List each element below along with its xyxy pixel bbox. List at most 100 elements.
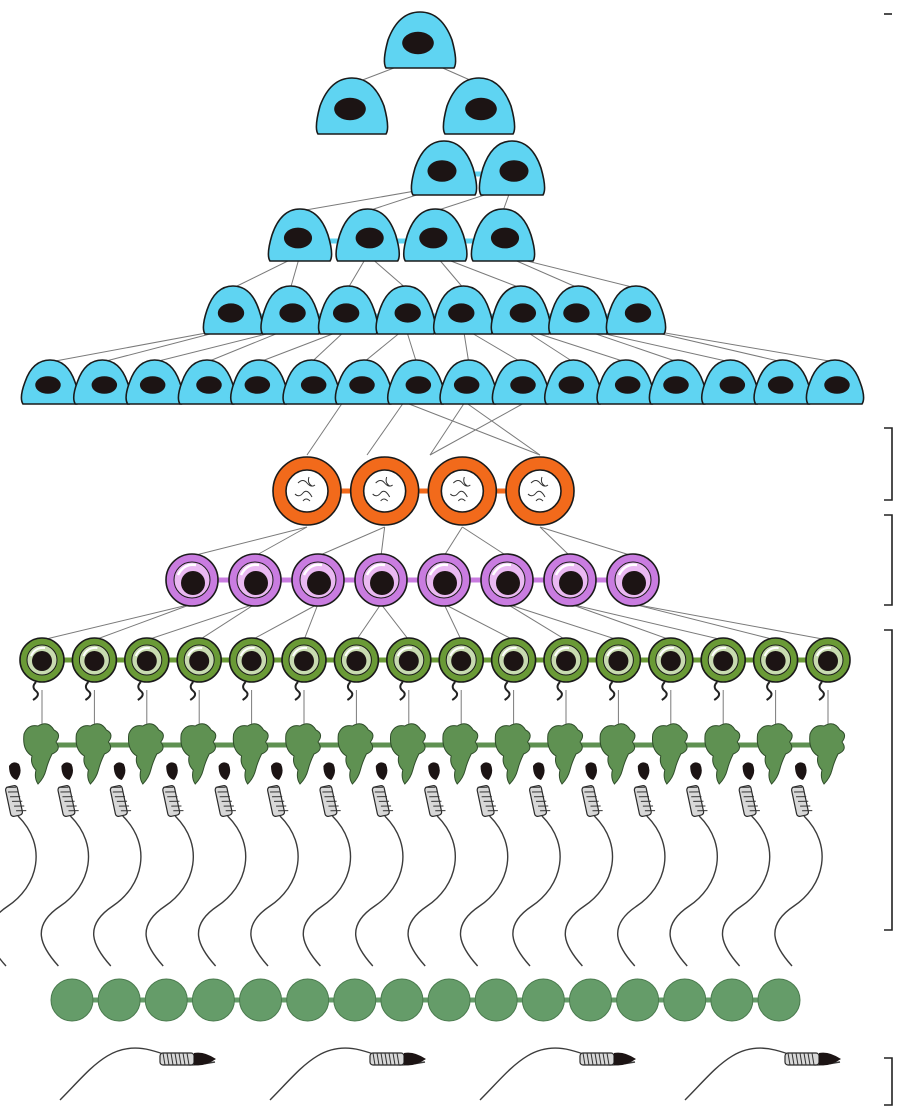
spermatogonium-cell — [335, 208, 401, 262]
round-spermatid — [333, 637, 380, 701]
acrosome-highlight — [449, 646, 465, 657]
acrosome-highlight — [239, 646, 255, 657]
connector-line — [443, 526, 463, 557]
elongating-spermatid — [617, 723, 688, 967]
connector-line — [403, 401, 541, 456]
connector-line — [306, 401, 344, 456]
sperm-head — [795, 762, 807, 780]
nucleus — [608, 651, 629, 671]
sperm-head — [742, 762, 755, 780]
nucleus — [244, 376, 271, 394]
connector-line — [251, 603, 319, 641]
midpiece-coil — [582, 1052, 610, 1066]
residual-body — [521, 978, 565, 1022]
midpiece-coil — [634, 786, 656, 812]
elongating-spermatid — [40, 723, 112, 967]
nucleus — [448, 303, 475, 323]
flagellum — [93, 815, 142, 967]
round-spermatid — [805, 637, 851, 701]
spermatogonium-cell — [317, 285, 379, 335]
nucleus — [465, 97, 497, 121]
sperm-head — [480, 762, 493, 780]
residual-body — [568, 978, 612, 1022]
round-spermatid — [595, 637, 642, 701]
residual-body — [191, 978, 235, 1022]
spermatozoon — [684, 1047, 841, 1101]
round-spermatid — [490, 637, 537, 701]
elongating-spermatid — [250, 723, 322, 967]
sperm-head — [637, 762, 650, 780]
connector-line — [380, 603, 410, 641]
elongating-spermatid — [0, 723, 60, 967]
nucleus — [334, 97, 366, 121]
sperm-head — [585, 762, 597, 780]
nucleus — [563, 303, 590, 323]
acrosome-highlight — [134, 646, 150, 657]
acrosome-highlight — [554, 646, 570, 657]
flagellum — [617, 815, 666, 967]
secondary-spermatocyte — [354, 553, 408, 607]
stage-bracket — [884, 427, 893, 501]
connector-line — [539, 526, 634, 557]
acrosome-highlight — [344, 646, 360, 657]
acrosome-highlight — [302, 563, 323, 576]
flagellum-bud — [451, 681, 459, 701]
midpiece-coil — [477, 786, 498, 812]
connector-line — [366, 401, 405, 456]
acrosome-highlight — [816, 646, 832, 657]
midpiece-coil — [582, 786, 603, 812]
elongating-spermatid — [302, 723, 374, 967]
nucleus — [217, 303, 245, 323]
connector-line — [569, 603, 671, 641]
flagellum — [459, 815, 509, 967]
cytoplasm-lobe — [756, 723, 793, 785]
acrosome-highlight — [176, 563, 197, 576]
nucleus — [139, 376, 166, 394]
nucleus — [614, 376, 641, 394]
midpiece-coil — [320, 786, 341, 812]
elongating-spermatid — [512, 723, 584, 967]
round-spermatid — [385, 637, 432, 701]
nucleus — [663, 376, 689, 394]
flagellum — [669, 815, 718, 967]
connector-line — [146, 603, 256, 641]
residual-body — [474, 978, 518, 1022]
round-spermatid — [176, 637, 222, 701]
sperm-head — [819, 1052, 841, 1066]
spermatogonium-cell — [229, 359, 289, 405]
sperm-head — [614, 1052, 636, 1066]
sperm-head — [166, 762, 178, 780]
spermatogonium-cell — [442, 77, 516, 135]
connector-line — [539, 526, 571, 557]
connector-line — [49, 327, 234, 363]
spermatogonium-cell — [753, 359, 813, 405]
cytoplasm-lobe — [127, 723, 164, 785]
stage-bracket — [884, 1057, 893, 1106]
nucleus — [346, 651, 367, 671]
secondary-spermatocyte — [417, 553, 471, 607]
midpiece-coil — [687, 786, 708, 812]
secondary-spermatocyte — [165, 553, 219, 607]
flagellum — [721, 815, 771, 967]
midpiece-coil — [425, 786, 446, 812]
connector-line — [41, 603, 193, 641]
acrosome-highlight — [658, 646, 674, 657]
nucleus — [767, 376, 794, 394]
spermatogonium-cell — [315, 77, 389, 135]
elongating-spermatid — [355, 723, 426, 967]
round-spermatid — [438, 637, 485, 701]
flagellum-bud — [504, 681, 511, 701]
flagellum-bud — [189, 681, 197, 701]
midpiece-coil — [791, 786, 813, 812]
spermatogonium-cell — [260, 285, 321, 335]
residual-body — [710, 978, 754, 1022]
connector-line — [632, 603, 776, 641]
sperm-head — [375, 762, 388, 780]
nucleus — [136, 651, 157, 671]
nucleus — [349, 376, 375, 394]
spermatogonium-cell — [402, 208, 468, 262]
flagellum-bud — [294, 681, 301, 701]
chromatin — [449, 476, 471, 502]
sperm-head — [404, 1052, 426, 1066]
midpiece-coil — [787, 1052, 815, 1066]
